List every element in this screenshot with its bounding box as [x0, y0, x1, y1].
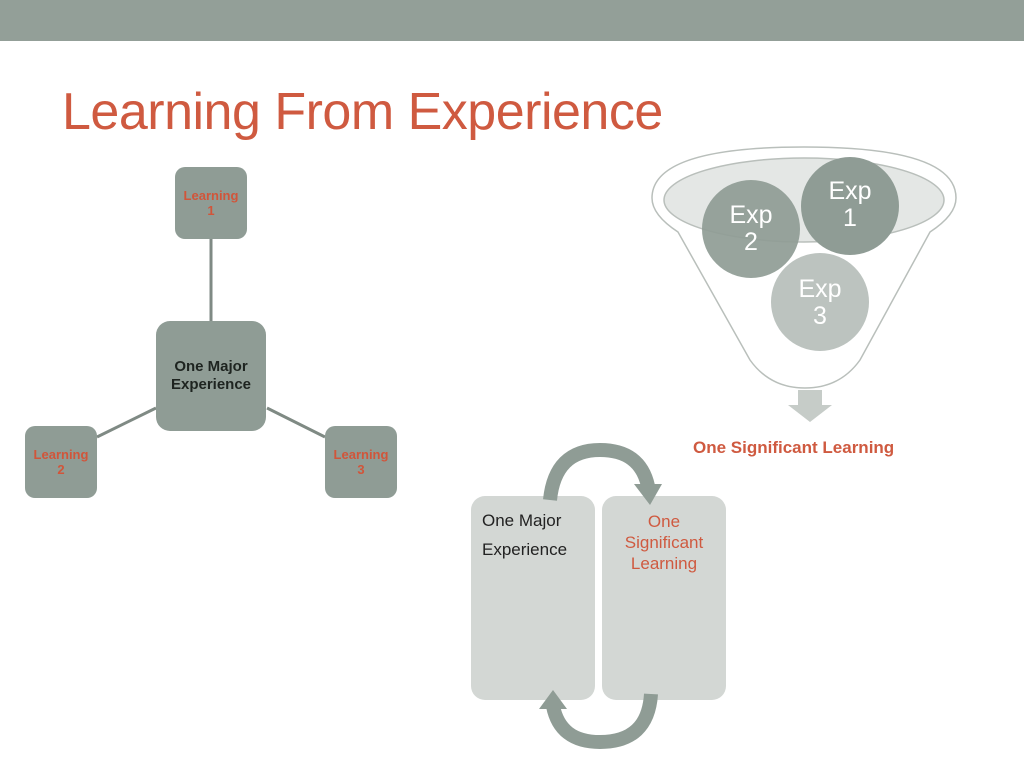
exp1-circle	[801, 157, 899, 255]
exp2-circle	[702, 180, 800, 278]
funnel-caption: One Significant Learning	[693, 438, 895, 457]
funnel-arrow	[788, 390, 832, 422]
slide-title: Learning From Experience	[62, 83, 663, 141]
exp3-circle	[771, 253, 869, 351]
cycle-arrow-top	[543, 442, 655, 501]
cycle-panel-left	[471, 496, 595, 700]
cycle-arrow-bottom	[546, 693, 658, 750]
connector-left	[96, 406, 157, 439]
top-bar	[0, 0, 1024, 41]
cycle-panel-right	[602, 496, 726, 700]
connector-right	[266, 406, 326, 439]
